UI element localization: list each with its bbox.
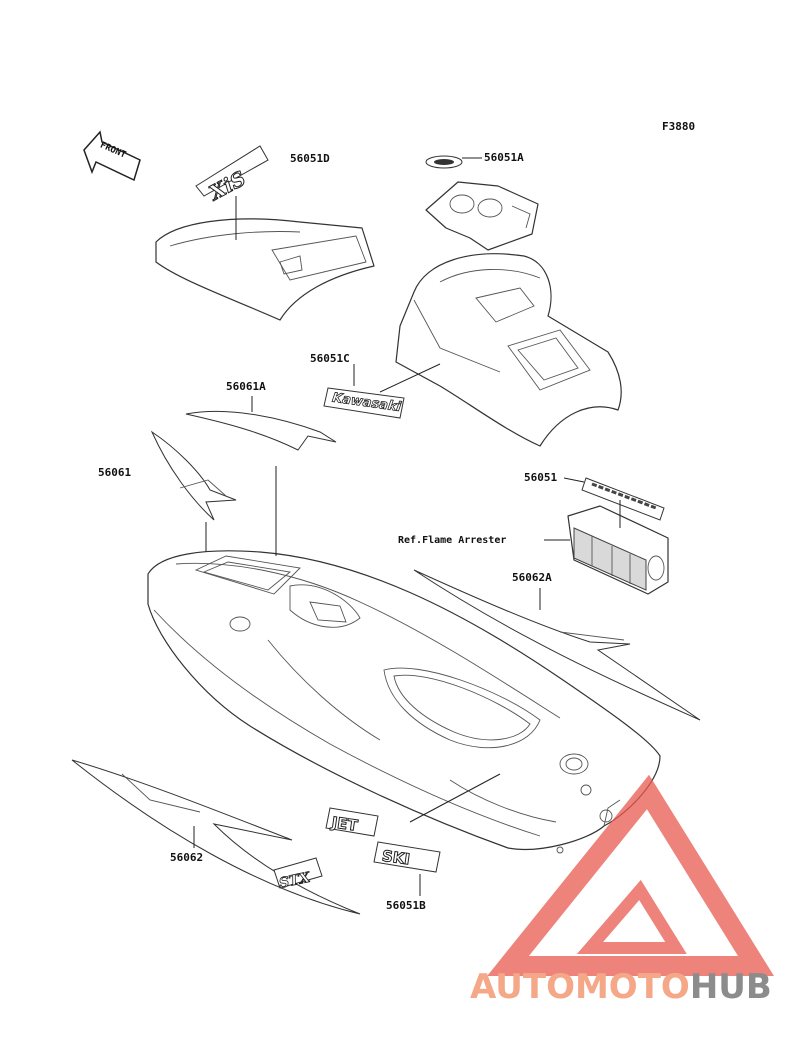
hood-cover bbox=[395, 253, 622, 447]
decal-56051c: Kawasaki bbox=[323, 387, 405, 419]
dash-panel bbox=[425, 181, 539, 251]
part-label-56051a: 56051A bbox=[484, 151, 524, 164]
part-label-56051c: 56051C bbox=[310, 352, 350, 365]
jet-decal-text: JET bbox=[330, 813, 360, 835]
stripe-56061a bbox=[185, 410, 337, 451]
watermark-text-part-b: HUB bbox=[690, 967, 772, 1007]
decal-56051b: JET SKI bbox=[325, 807, 441, 873]
part-label-56062a: 56062A bbox=[512, 571, 552, 584]
watermark-text-part-a: AUTOMOTO bbox=[470, 967, 690, 1007]
seat-cover bbox=[155, 218, 375, 321]
watermark-text: AUTOMOTOHUB bbox=[470, 967, 772, 1007]
part-label-56062: 56062 bbox=[170, 851, 203, 864]
flame-arrester bbox=[567, 505, 669, 595]
decal-56051a bbox=[425, 155, 463, 169]
stripe-56062: STX bbox=[71, 759, 361, 915]
reference-flame-arrester: Ref.Flame Arrester bbox=[398, 535, 506, 546]
front-arrow-icon: FRONT bbox=[83, 130, 141, 182]
watermark-logo-icon bbox=[487, 774, 774, 976]
ski-decal-text: SKI bbox=[381, 847, 411, 869]
stripe-56062a bbox=[413, 569, 701, 721]
part-label-56051b: 56051B bbox=[386, 899, 426, 912]
stx-decal-text: STX bbox=[278, 869, 313, 891]
part-label-56051d: 56051D bbox=[290, 152, 330, 165]
diagram-code: F3880 bbox=[662, 120, 695, 133]
part-label-56051: 56051 bbox=[524, 471, 557, 484]
hull-body bbox=[147, 550, 661, 854]
part-label-56061a: 56061A bbox=[226, 380, 266, 393]
decal-56061 bbox=[150, 430, 237, 521]
decal-56051d: XiS bbox=[195, 145, 269, 206]
part-label-56061: 56061 bbox=[98, 466, 131, 479]
decal-56051 bbox=[581, 477, 665, 521]
